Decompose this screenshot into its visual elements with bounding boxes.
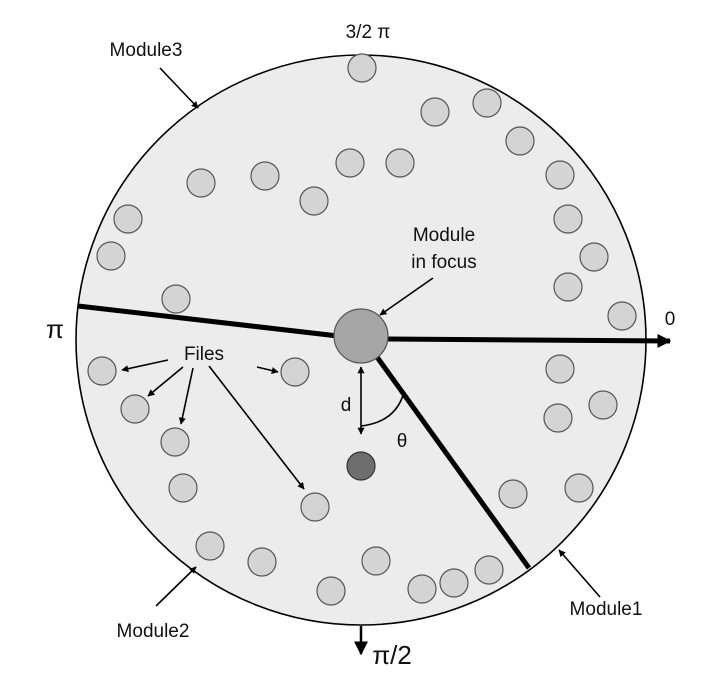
file-circle (195, 531, 225, 561)
module3-module2-boundary (77, 303, 339, 339)
file-circle (543, 403, 573, 433)
files-arrow (121, 359, 169, 373)
zero-axis (387, 333, 672, 348)
file-circle (335, 148, 365, 178)
file-circle (87, 356, 117, 386)
file-circles (87, 53, 637, 606)
theta-arc (360, 391, 405, 427)
distance-label: d (341, 395, 352, 416)
file-circle (96, 241, 126, 271)
files-label: Files (184, 344, 224, 365)
theta-label: θ (397, 431, 408, 452)
module2-pointer (155, 566, 197, 607)
pi-label: π (46, 314, 64, 344)
module3-label: Module3 (110, 40, 183, 61)
file-circle (361, 546, 391, 576)
file-circle (553, 272, 583, 302)
module1-boundary (374, 355, 532, 570)
file-circle (161, 284, 191, 314)
files-arrow (256, 366, 279, 374)
file-circle (407, 574, 437, 604)
module-in-focus (333, 308, 389, 364)
module-in-focus-label-line1: Module (413, 225, 475, 246)
half-pi-label: π/2 (372, 640, 412, 670)
file-circle (113, 204, 143, 234)
file-circle (250, 161, 280, 191)
files-arrows (121, 359, 305, 490)
file-circle (545, 354, 575, 384)
file-circle (316, 576, 346, 606)
zero-label: 0 (665, 309, 676, 330)
files-arrow (147, 366, 184, 397)
module2-label: Module2 (117, 621, 190, 642)
module-in-focus-pointer (379, 277, 434, 316)
file-circle (299, 186, 329, 216)
file-circle (553, 204, 583, 234)
file-circle (120, 394, 150, 424)
file-circle (280, 357, 310, 387)
file-circle (439, 568, 469, 598)
file-circle (168, 473, 198, 503)
module3-pointer (159, 67, 199, 109)
module1-label: Module1 (570, 599, 643, 620)
file-circle (247, 547, 277, 577)
target-module (346, 451, 376, 481)
file-circle (474, 555, 504, 585)
file-circle (564, 473, 594, 503)
file-circle (347, 53, 377, 83)
file-circle (160, 427, 190, 457)
files-arrow (208, 365, 305, 490)
file-circle (300, 492, 330, 522)
module-in-focus-label-line2: in focus (411, 252, 476, 273)
three-half-pi-label: 3/2 π (346, 22, 391, 43)
file-circle (420, 97, 450, 127)
file-circle (579, 242, 609, 272)
file-circle (472, 88, 502, 118)
file-circle (588, 390, 618, 420)
file-circle (505, 126, 535, 156)
file-circle (498, 479, 528, 509)
files-arrow (178, 367, 194, 425)
file-circle (607, 301, 637, 331)
module1-pointer (558, 549, 601, 598)
file-circle (385, 148, 415, 178)
file-circle (186, 168, 216, 198)
file-circle (545, 160, 575, 190)
